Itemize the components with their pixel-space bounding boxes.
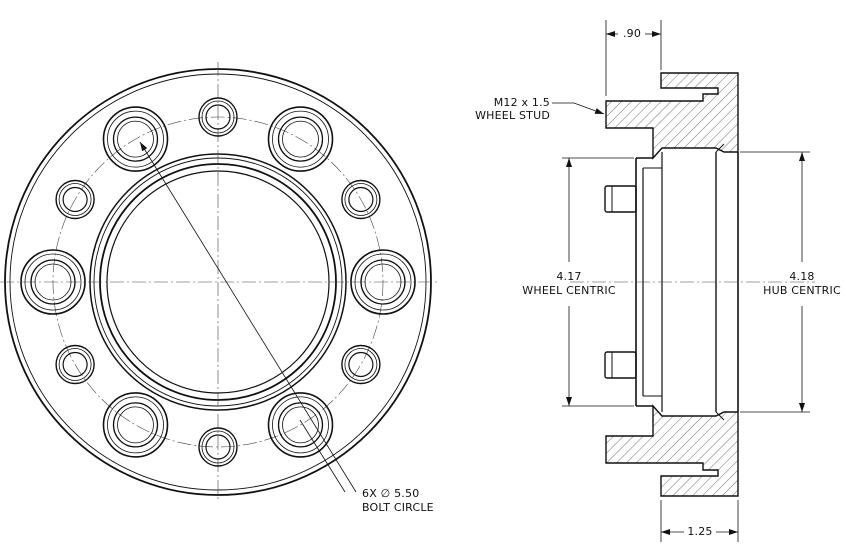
stud-note-leader [552, 102, 605, 115]
lug-bolt-hole [55, 344, 95, 385]
wheel-stud-hole [20, 249, 86, 315]
front-centerlines [0, 62, 440, 500]
lug-bolt-hole [198, 427, 238, 467]
lug-bolt-hole [198, 97, 238, 137]
wheel-stud-hole [267, 106, 334, 172]
front-view [0, 62, 440, 500]
stud-note-line2: WHEEL STUD [475, 109, 550, 122]
dim-wheel-centric [562, 157, 634, 407]
section-bottom-flange [605, 404, 739, 497]
side-view [552, 20, 815, 542]
dim-thickness-bottom-value: 1.25 [687, 525, 713, 538]
bolt-circle-note-line1: 6X ∅ 5.50 [362, 487, 420, 500]
wheel-centric-label: WHEEL CENTRIC [522, 284, 616, 297]
wheel-centric-value: 4.17 [556, 270, 582, 283]
lug-bolt-hole [341, 344, 381, 385]
lug-bolt-hole [341, 179, 381, 220]
dim-hub-centric [740, 151, 810, 413]
dim-thickness-top-value: .90 [622, 27, 642, 40]
stud-note-line1: M12 x 1.5 [493, 96, 550, 109]
wheel-stud-hole [267, 392, 334, 458]
hub-centric-value: 4.18 [789, 270, 815, 283]
wheel-stud-holes [20, 106, 416, 458]
bolt-circle-leader [139, 141, 357, 493]
wheel-stud-hole [102, 392, 169, 458]
wheel-stud-hole [350, 249, 416, 315]
wheel-stud-lower [604, 351, 637, 379]
dim-thickness-top [605, 20, 662, 96]
wheel-stud-upper [604, 185, 637, 213]
lug-bolt-holes [55, 97, 381, 467]
lug-bolt-hole [55, 179, 95, 220]
bolt-circle-leader-tail [299, 419, 346, 493]
dim-thickness-bottom [660, 500, 739, 542]
hub-centric-label: HUB CENTRIC [763, 284, 841, 297]
section-top-flange [605, 72, 739, 160]
wheel-stud-hole [102, 106, 169, 172]
bolt-circle-note-line2: BOLT CIRCLE [362, 501, 434, 514]
